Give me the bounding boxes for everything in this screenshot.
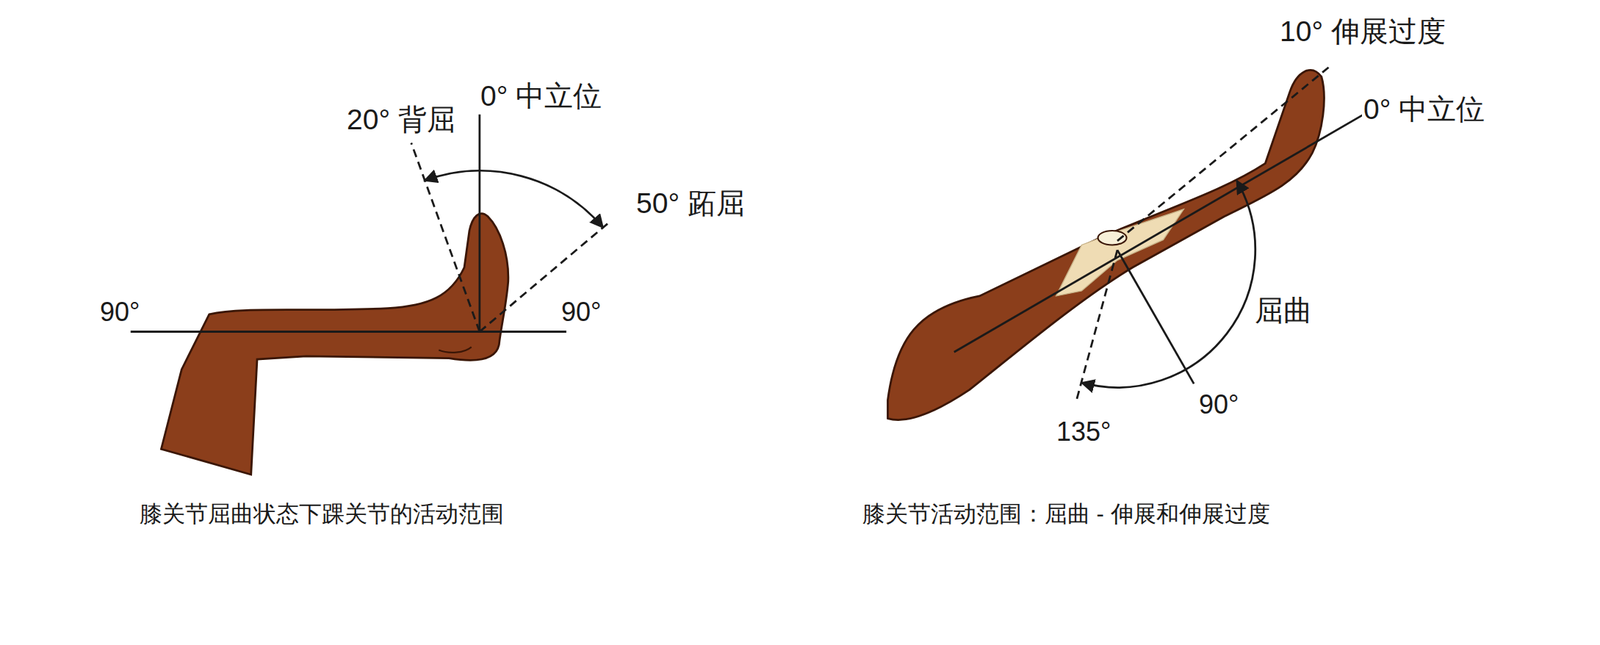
angle-label: 0° 中立位 [478, 80, 604, 113]
extended-leg-figure [887, 67, 1368, 421]
angle-label: 135° [1054, 417, 1113, 447]
motion-label: 屈曲 [1253, 295, 1314, 327]
angle-label: 90° [559, 297, 603, 327]
figure-caption: 膝关节活动范围：屈曲 - 伸展和伸展过度 [860, 501, 1272, 527]
bent-leg-figure [130, 114, 611, 475]
angle-label: 0° 中立位 [1361, 94, 1487, 126]
angle-label: 20° 背屈 [345, 104, 457, 136]
figure-caption: 膝关节屈曲状态下踝关节的活动范围 [138, 501, 506, 527]
angle-label: 50° 跖屈 [634, 188, 747, 220]
angle-label: 10° 伸展过度 [1278, 16, 1448, 48]
angle-label: 90° [1197, 390, 1241, 420]
angle-label: 90° [98, 297, 142, 327]
